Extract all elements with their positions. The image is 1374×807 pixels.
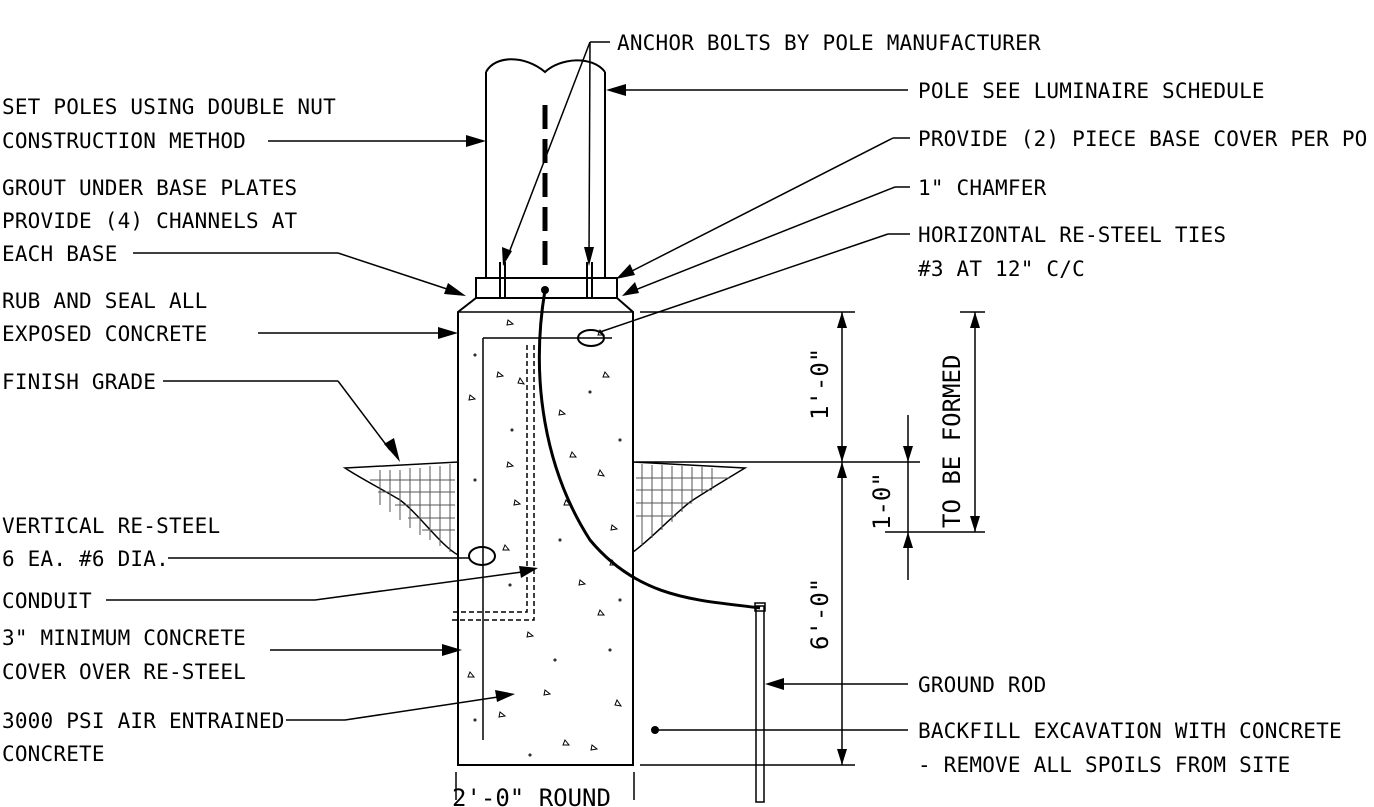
concrete-psi-label-line2: CONCRETE — [2, 742, 105, 766]
concrete-cover-label-line1: 3" MINIMUM CONCRETE — [2, 626, 246, 650]
dimension-above-grade: 1'-0" — [806, 348, 834, 420]
pole-schedule-label: POLE SEE LUMINAIRE SCHEDULE — [918, 79, 1265, 103]
dimension-to-be-formed: TO BE FORMED — [938, 355, 966, 528]
ground-wire-lug — [541, 286, 549, 294]
ground-rod-label: GROUND ROD — [918, 673, 1046, 697]
rub-seal-label-line2: EXPOSED CONCRETE — [2, 322, 208, 346]
concrete-psi-label-line1: 3000 PSI AIR ENTRAINED — [2, 709, 285, 733]
chamfer-label: 1" CHAMFER — [918, 176, 1047, 200]
base-plate-outline — [475, 277, 618, 299]
rub-seal-label-line1: RUB AND SEAL ALL — [2, 289, 208, 313]
conduit-line-a — [450, 345, 528, 613]
grout-label-line3: EACH BASE — [2, 242, 118, 266]
concrete-aggregate — [467, 319, 623, 757]
dimension-below-grade-partial: 1-0" — [868, 472, 896, 530]
conduit-line-b — [450, 345, 535, 621]
rebar-section-icon-vertical — [468, 546, 496, 566]
ground-rod — [754, 602, 766, 803]
pole-break-line — [485, 58, 606, 74]
grout-label-line2: PROVIDE (4) CHANNELS AT — [2, 209, 298, 233]
anchor-bolts-label: ANCHOR BOLTS BY POLE MANUFACTURER — [617, 31, 1041, 55]
vertical-resteel-label-line1: VERTICAL RE-STEEL — [2, 514, 220, 538]
base-plate — [475, 262, 618, 299]
leaders-left — [106, 135, 538, 721]
ground-wire — [537, 289, 761, 610]
conduit-label: CONDUIT — [2, 589, 92, 613]
set-poles-label-line2: CONSTRUCTION METHOD — [2, 129, 246, 153]
concrete-cover-label-line2: COVER OVER RE-STEEL — [2, 660, 246, 684]
earth-right — [632, 461, 748, 554]
earth-left — [342, 461, 459, 557]
arrowhead-icon — [837, 312, 980, 765]
set-poles-label-line1: SET POLES USING DOUBLE NUT — [2, 95, 336, 119]
grout-label-line1: GROUT UNDER BASE PLATES — [2, 176, 297, 200]
rebar-section-icon — [577, 329, 605, 347]
backfill-label-line1: BACKFILL EXCAVATION WITH CONCRETE — [918, 719, 1342, 743]
pole — [485, 58, 606, 278]
foundation-outline — [457, 297, 634, 766]
foundation — [450, 286, 761, 766]
dimension-lines — [455, 311, 985, 800]
round-dimension-label: 2'-0" ROUND — [452, 784, 611, 807]
leaders-right — [502, 41, 910, 734]
base-cover-label: PROVIDE (2) PIECE BASE COVER PER PO — [918, 127, 1368, 151]
vertical-resteel-label-line2: 6 EA. #6 DIA. — [2, 547, 169, 571]
backfill-label-line2: - REMOVE ALL SPOILS FROM SITE — [918, 753, 1290, 777]
ties-label-line2: #3 AT 12" C/C — [918, 257, 1085, 281]
ties-label-line1: HORIZONTAL RE-STEEL TIES — [918, 223, 1226, 247]
dimension-below-grade-total: 6'-0" — [806, 578, 834, 650]
finish-grade-label: FINISH GRADE — [2, 370, 156, 394]
